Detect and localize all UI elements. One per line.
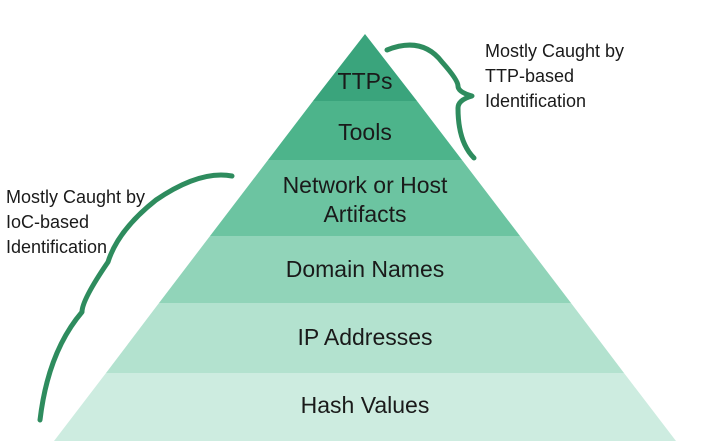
ioc-annotation: Mostly Caught by IoC-based Identificatio… (6, 187, 145, 257)
level-domain-names-label: Domain Names (286, 256, 445, 282)
level-tools-band (268, 101, 462, 160)
level-ip-addresses-label: IP Addresses (297, 324, 432, 350)
ttp-annotation-line-3: Identification (485, 91, 586, 111)
level-ip-addresses-band (106, 303, 624, 373)
level-ttps: TTPs (313, 34, 417, 101)
ttp-annotation-line-1: Mostly Caught by (485, 41, 624, 61)
level-network-host-artifacts: Network or Host Artifacts (210, 160, 520, 236)
level-domain-names: Domain Names (159, 236, 571, 303)
ttp-brace (384, 42, 477, 161)
level-hash-values-label: Hash Values (301, 392, 430, 418)
ttp-annotation-line-2: TTP-based (485, 66, 574, 86)
level-tools-label: Tools (338, 119, 392, 145)
ioc-brace (37, 172, 235, 423)
ioc-annotation-line-2: IoC-based (6, 212, 89, 232)
level-network-host-artifacts-band (210, 160, 520, 236)
level-ip-addresses: IP Addresses (106, 303, 624, 373)
level-domain-names-band (159, 236, 571, 303)
pyramid: TTPs Tools Network or Host Artifacts Dom… (54, 34, 676, 441)
ttp-annotation: Mostly Caught by TTP-based Identificatio… (485, 41, 624, 111)
ioc-annotation-line-1: Mostly Caught by (6, 187, 145, 207)
level-tools: Tools (268, 101, 462, 160)
level-hash-values-band (54, 373, 676, 441)
level-ttps-band (313, 34, 417, 101)
level-ttps-label: TTPs (338, 68, 393, 94)
level-hash-values: Hash Values (54, 373, 676, 441)
level-network-host-artifacts-label-line-1: Network or Host (283, 172, 448, 198)
ioc-annotation-line-3: Identification (6, 237, 107, 257)
level-network-host-artifacts-label-line-2: Artifacts (323, 201, 406, 227)
